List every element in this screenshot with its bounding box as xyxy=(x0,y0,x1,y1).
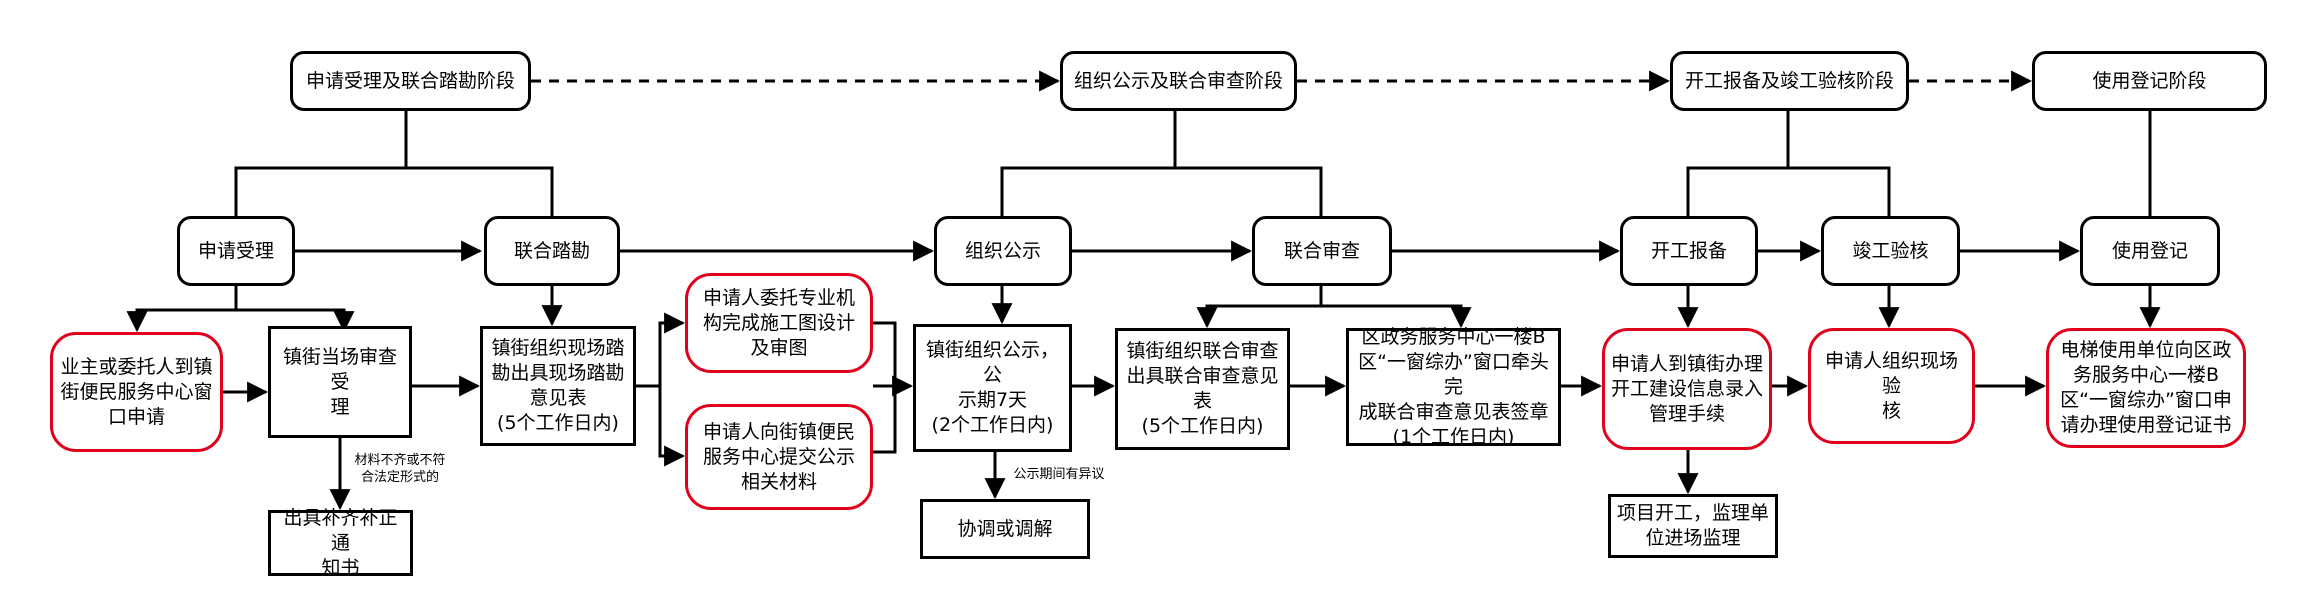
detail-publicity-period: 镇街组织公示，公 示期7天 (2个工作日内) xyxy=(913,324,1072,452)
detail-certificate-apply: 电梯使用单位向区政 务服务中心一楼B 区“一窗综办”窗口申 请办理使用登记证书 xyxy=(2046,328,2246,448)
step-label: 组织公示 xyxy=(964,239,1041,262)
stage-label: 使用登记阶段 xyxy=(2092,69,2207,92)
step-label: 联合审查 xyxy=(1283,239,1360,262)
detail-label: 电梯使用单位向区政 务服务中心一楼B 区“一窗综办”窗口申 请办理使用登记证书 xyxy=(2060,339,2232,436)
detail-design-review: 申请人委托专业机 构完成施工图设计 及审图 xyxy=(685,273,873,373)
detail-project-start: 项目开工，监理单 位进场监理 xyxy=(1608,494,1778,558)
detail-label: 项目开工，监理单 位进场监理 xyxy=(1617,502,1770,549)
detail-label: 出具补齐补正通 知书 xyxy=(283,506,398,579)
step-completion-check: 竣工验核 xyxy=(1821,216,1960,286)
detail-submit-materials: 申请人向街镇便民 服务中心提交公示 相关材料 xyxy=(685,404,873,510)
stage-label: 组织公示及联合审查阶段 xyxy=(1073,69,1283,92)
stage-label: 开工报备及竣工验核阶段 xyxy=(1684,69,1894,92)
step-joint-survey: 联合踏勘 xyxy=(484,216,620,286)
stage-filing-acceptance: 开工报备及竣工验核阶段 xyxy=(1670,51,1909,111)
step-application: 申请受理 xyxy=(177,216,295,286)
detail-label: 镇街组织公示，公 示期7天 (2个工作日内) xyxy=(925,339,1059,436)
detail-label: 协调或调解 xyxy=(957,517,1053,540)
detail-label: 镇街组织联合审查 出具联合审查意见 表 (5个工作日内) xyxy=(1126,340,1279,437)
note-incomplete-materials: 材料不齐或不符 合法定形式的 xyxy=(354,453,446,485)
detail-acceptance-check: 申请人组织现场验 核 xyxy=(1808,328,1975,444)
step-label: 联合踏勘 xyxy=(513,239,590,262)
detail-label: 申请人向街镇便民 服务中心提交公示 相关材料 xyxy=(702,420,855,493)
step-label: 使用登记 xyxy=(2111,239,2188,262)
step-label: 申请受理 xyxy=(197,239,274,262)
step-label: 竣工验核 xyxy=(1852,239,1929,262)
detail-label: 镇街组织现场踏 勘出具现场踏勘 意见表 (5个工作日内) xyxy=(491,337,625,434)
stage-publicity-review: 组织公示及联合审查阶段 xyxy=(1060,51,1297,111)
detail-label: 镇街当场审查受 理 xyxy=(282,345,397,418)
stage-registration: 使用登记阶段 xyxy=(2032,51,2267,111)
detail-start-registration: 申请人到镇街办理 开工建设信息录入 管理手续 xyxy=(1602,328,1772,450)
detail-label: 申请人委托专业机 构完成施工图设计 及审图 xyxy=(702,286,855,359)
detail-survey-opinion: 镇街组织现场踏 勘出具现场踏勘 意见表 (5个工作日内) xyxy=(480,326,636,446)
step-use-registration: 使用登记 xyxy=(2080,216,2220,286)
detail-label: 申请人组织现场验 核 xyxy=(1824,349,1958,422)
detail-onsite-review: 镇街当场审查受 理 xyxy=(268,326,412,438)
detail-label: 业主或委托人到镇 街便民服务中心窗 口申请 xyxy=(60,355,213,428)
step-publicity: 组织公示 xyxy=(934,216,1072,286)
detail-correction-notice: 出具补齐补正通 知书 xyxy=(268,507,413,579)
detail-joint-review-opinion: 镇街组织联合审查 出具联合审查意见 表 (5个工作日内) xyxy=(1115,328,1290,450)
step-start-filing: 开工报备 xyxy=(1620,216,1758,286)
note-objection: 公示期间有异议 xyxy=(1013,467,1105,482)
step-label: 开工报备 xyxy=(1650,239,1727,262)
stage-application-survey: 申请受理及联合踏勘阶段 xyxy=(290,51,531,111)
detail-window-signature: 区政务服务中心一楼B 区“一窗综办”窗口牵头完 成联合审查意见表签章 (1个工作… xyxy=(1346,326,1561,448)
detail-label: 区政务服务中心一楼B 区“一窗综办”窗口牵头完 成联合审查意见表签章 (1个工作… xyxy=(1358,325,1549,448)
detail-owner-apply: 业主或委托人到镇 街便民服务中心窗 口申请 xyxy=(50,332,223,452)
step-joint-review: 联合审查 xyxy=(1252,216,1392,286)
detail-label: 申请人到镇街办理 开工建设信息录入 管理手续 xyxy=(1611,352,1764,425)
detail-mediation: 协调或调解 xyxy=(920,499,1090,559)
stage-label: 申请受理及联合踏勘阶段 xyxy=(305,69,515,92)
